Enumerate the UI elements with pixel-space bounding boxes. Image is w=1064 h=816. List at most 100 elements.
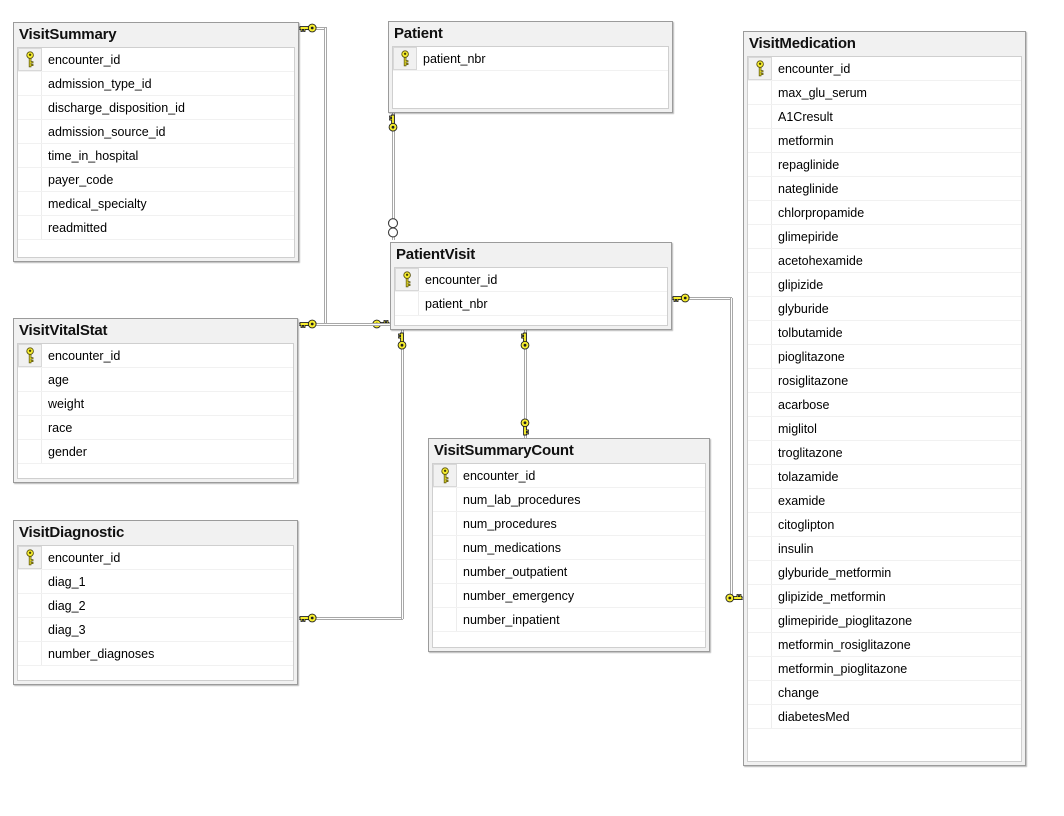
table-row[interactable]: citoglipton: [748, 513, 1021, 537]
row-icon-cell: [18, 144, 42, 167]
table-row[interactable]: admission_type_id: [18, 72, 294, 96]
table-row[interactable]: glimepiride: [748, 225, 1021, 249]
column-name: number_diagnoses: [48, 646, 155, 661]
table-columns: encounter_id admission_type_id discharge…: [17, 47, 295, 258]
row-icon-cell: [748, 585, 772, 608]
table-row[interactable]: repaglinide: [748, 153, 1021, 177]
column-name: patient_nbr: [425, 296, 488, 311]
relationship-line-visitmedication-to-patientvisit[interactable]: [729, 298, 733, 599]
table-row[interactable]: glipizide_metformin: [748, 585, 1021, 609]
table-row[interactable]: chlorpropamide: [748, 201, 1021, 225]
table-row[interactable]: glyburide: [748, 297, 1021, 321]
column-name: encounter_id: [48, 348, 121, 363]
entity-table-visitsummary[interactable]: VisitSummary encounter_id admission_type…: [13, 22, 299, 262]
table-row[interactable]: insulin: [748, 537, 1021, 561]
relationship-key-icon: [672, 293, 690, 303]
table-row[interactable]: tolbutamide: [748, 321, 1021, 345]
relationship-line-visitvitalstat-to-patientvisit[interactable]: [299, 322, 390, 326]
table-row[interactable]: diag_2: [18, 594, 293, 618]
table-row[interactable]: metformin: [748, 129, 1021, 153]
table-row[interactable]: metformin_pioglitazone: [748, 657, 1021, 681]
table-row[interactable]: encounter_id: [18, 546, 293, 570]
table-row[interactable]: glyburide_metformin: [748, 561, 1021, 585]
table-row[interactable]: number_outpatient: [433, 560, 705, 584]
table-row[interactable]: age: [18, 368, 293, 392]
table-row[interactable]: weight: [18, 392, 293, 416]
table-row[interactable]: encounter_id: [18, 48, 294, 72]
table-row[interactable]: num_procedures: [433, 512, 705, 536]
table-title: VisitSummaryCount: [434, 442, 574, 459]
table-row[interactable]: change: [748, 681, 1021, 705]
table-row[interactable]: patient_nbr: [393, 47, 668, 71]
table-row[interactable]: acarbose: [748, 393, 1021, 417]
row-icon-cell: [748, 393, 772, 416]
table-row[interactable]: race: [18, 416, 293, 440]
column-name: glipizide_metformin: [778, 589, 886, 604]
table-row[interactable]: discharge_disposition_id: [18, 96, 294, 120]
table-row[interactable]: number_inpatient: [433, 608, 705, 632]
relationship-line-visitdiagnostic-to-patientvisit[interactable]: [400, 330, 404, 619]
relationship-line-visitsummarycount-to-patientvisit[interactable]: [523, 330, 527, 438]
table-row[interactable]: gender: [18, 440, 293, 464]
table-row[interactable]: encounter_id: [433, 464, 705, 488]
entity-table-visitvitalstat[interactable]: VisitVitalStat encounter_id age weight r…: [13, 318, 298, 483]
table-row[interactable]: encounter_id: [18, 344, 293, 368]
table-row[interactable]: tolazamide: [748, 465, 1021, 489]
table-row[interactable]: miglitol: [748, 417, 1021, 441]
relationship-many-infinity-icon: [387, 217, 399, 239]
relationship-line-visitdiagnostic-to-patientvisit[interactable]: [299, 616, 403, 620]
table-columns: encounter_id diag_1 diag_2 diag_3 number…: [17, 545, 294, 681]
table-row[interactable]: nateglinide: [748, 177, 1021, 201]
column-name: chlorpropamide: [778, 205, 865, 220]
table-title: Patient: [394, 25, 443, 42]
table-row[interactable]: troglitazone: [748, 441, 1021, 465]
table-row[interactable]: number_diagnoses: [18, 642, 293, 666]
table-row[interactable]: encounter_id: [748, 57, 1021, 81]
table-row[interactable]: acetohexamide: [748, 249, 1021, 273]
row-icon-cell: [748, 177, 772, 200]
table-title: VisitDiagnostic: [19, 524, 125, 541]
table-row[interactable]: diag_1: [18, 570, 293, 594]
table-title: VisitMedication: [749, 35, 856, 52]
entity-table-patient[interactable]: Patient patient_nbr: [388, 21, 673, 113]
entity-table-visitdiagnostic[interactable]: VisitDiagnostic encounter_id diag_1 diag…: [13, 520, 298, 685]
relationship-line-visitsummary-to-patientvisit[interactable]: [323, 28, 327, 325]
column-name: troglitazone: [778, 445, 843, 460]
table-row[interactable]: diabetesMed: [748, 705, 1021, 729]
table-row[interactable]: num_lab_procedures: [433, 488, 705, 512]
entity-table-visitsummarycount[interactable]: VisitSummaryCount encounter_id num_lab_p…: [428, 438, 710, 652]
table-row[interactable]: pioglitazone: [748, 345, 1021, 369]
table-row[interactable]: patient_nbr: [395, 292, 667, 316]
table-row[interactable]: max_glu_serum: [748, 81, 1021, 105]
column-name: acetohexamide: [778, 253, 863, 268]
relationship-line-visitmedication-to-patientvisit[interactable]: [672, 296, 732, 300]
table-row[interactable]: number_emergency: [433, 584, 705, 608]
row-icon-cell: [748, 441, 772, 464]
table-row[interactable]: metformin_rosiglitazone: [748, 633, 1021, 657]
table-row[interactable]: rosiglitazone: [748, 369, 1021, 393]
table-row[interactable]: A1Cresult: [748, 105, 1021, 129]
entity-table-patientvisit[interactable]: PatientVisit encounter_id patient_nbr: [390, 242, 672, 330]
relationship-line-patient-to-patientvisit[interactable]: [391, 113, 395, 240]
column-name: examide: [778, 493, 826, 508]
row-icon-cell: [18, 368, 42, 391]
row-icon-cell: [748, 297, 772, 320]
table-row[interactable]: diag_3: [18, 618, 293, 642]
relationship-key-icon: [520, 418, 530, 436]
table-row[interactable]: payer_code: [18, 168, 294, 192]
table-row[interactable]: glimepiride_pioglitazone: [748, 609, 1021, 633]
table-row[interactable]: time_in_hospital: [18, 144, 294, 168]
entity-table-visitmedication[interactable]: VisitMedication encounter_id max_glu_ser…: [743, 31, 1026, 766]
column-name: diag_1: [48, 574, 86, 589]
table-row[interactable]: encounter_id: [395, 268, 667, 292]
table-row[interactable]: num_medications: [433, 536, 705, 560]
column-name: insulin: [778, 541, 814, 556]
column-name: admission_type_id: [48, 76, 152, 91]
table-row[interactable]: readmitted: [18, 216, 294, 240]
table-row[interactable]: admission_source_id: [18, 120, 294, 144]
table-row[interactable]: examide: [748, 489, 1021, 513]
table-row[interactable]: medical_specialty: [18, 192, 294, 216]
table-columns: encounter_id max_glu_serum A1Cresult met…: [747, 56, 1022, 762]
table-row[interactable]: glipizide: [748, 273, 1021, 297]
